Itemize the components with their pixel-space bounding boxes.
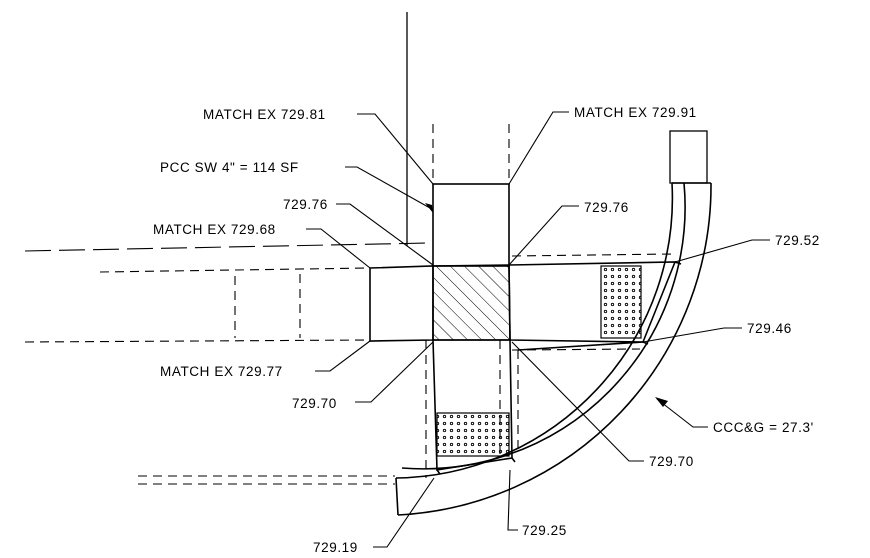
gutter-edge-arc [397,182,712,516]
existing-dashed-ramp-top [511,348,641,351]
label-72976-left: 729.76 [283,197,328,212]
detectable-warning-south [436,412,510,457]
label-72946: 729.46 [747,321,792,336]
curb-and-gutter [395,182,712,516]
leader-72970-right [511,341,644,462]
label-72976-right: 729.76 [584,200,629,215]
leader-match-ex-72977 [315,340,371,372]
sidewalk-west-leg [369,265,434,342]
existing-dashed-sidewalk-top [511,253,673,257]
arrow-pcc-sw [425,203,433,213]
sidewalk-east-leg [508,261,677,343]
hatched-pcc-sidewalk [432,264,511,341]
curb-back-arc [395,182,674,479]
leader-match-ex-72968 [306,228,371,269]
detectable-warning-east [600,265,642,339]
leader-72970-left [355,341,434,403]
curb-face-arc [401,182,686,470]
existing-edge-line [24,242,431,252]
label-72952: 729.52 [775,233,820,248]
leader-match-ex-72981 [357,113,434,185]
arrow-cccg [655,397,668,407]
proposed-sidewalk [369,183,677,471]
ramp-top-edge [517,341,644,351]
leader-match-ex-72991 [508,111,569,185]
leaders [306,111,770,548]
leader-cccg [656,398,708,428]
leader-pcc-sw [345,166,431,209]
curb-end-west [395,477,399,516]
label-72970-left: 729.70 [292,396,337,411]
existing-dashed-edge-bottom [24,339,371,343]
label-pcc-sw: PCC SW 4" = 114 SF [160,160,299,175]
label-match-ex-72991: MATCH EX 729.91 [574,105,697,120]
leader-72925 [507,469,518,531]
utility-box [669,130,708,184]
leader-72919 [373,477,435,548]
label-72919: 729.19 [313,540,358,555]
leader-72946 [642,327,742,343]
label-match-ex-72977: MATCH EX 729.77 [160,364,283,379]
label-72925: 729.25 [522,523,567,538]
label-72970-right: 729.70 [649,454,694,469]
curb-ramp-notch-4 [436,469,441,475]
labels: MATCH EX 729.81 MATCH EX 729.91 PCC SW 4… [153,105,820,555]
leader-72952 [674,239,770,263]
leader-72976-right [508,205,579,266]
leader-72976-left [336,203,434,266]
label-match-ex-72968: MATCH EX 729.68 [153,222,276,237]
curb-ramp-notch-3 [511,457,516,463]
existing-linework [24,12,708,485]
label-match-ex-72981: MATCH EX 729.81 [203,107,326,122]
existing-dashed-edge-top [99,267,371,273]
label-cccg: CCC&G = 27.3' [713,420,814,435]
sidewalk-north-leg [432,183,510,267]
curb-ramp-notch-1 [674,261,682,265]
